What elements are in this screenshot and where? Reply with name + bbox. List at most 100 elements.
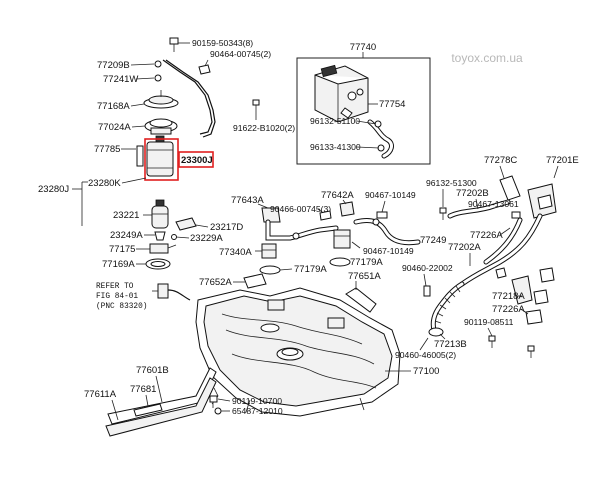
label-77202a: 77202A (448, 242, 481, 253)
hose-clamp-icon (423, 285, 431, 297)
label-77643a: 77643A (231, 195, 264, 206)
label-90467-13061: 90467-13061 (468, 199, 519, 209)
pump-connector[interactable] (175, 217, 197, 231)
label-77175: 77175 (109, 244, 135, 255)
label-77168a: 77168A (97, 101, 130, 112)
filler-bracket-77218a[interactable] (495, 267, 555, 325)
label-77100: 77100 (413, 366, 439, 377)
label-77169a: 77169A (102, 259, 135, 270)
bolt-icon (488, 335, 496, 348)
screw-icon (154, 74, 162, 82)
sender-connector[interactable] (157, 283, 191, 301)
retainer-ring[interactable] (144, 118, 178, 135)
clip-icon (198, 64, 211, 75)
label-77611a: 77611A (84, 389, 117, 400)
label-23217d: 23217D (210, 222, 243, 233)
bolt-icon (252, 99, 260, 120)
label-96132-51100: 96132-51100 (310, 116, 360, 126)
fuel-pump-bracket[interactable] (136, 145, 144, 167)
label-90159-50343: 90159-50343(8) (192, 38, 253, 48)
label-77209b: 77209B (97, 60, 130, 71)
label-77024a: 77024A (98, 122, 131, 133)
highlight-box-23300j (144, 138, 179, 181)
band-cushion-77681[interactable] (133, 403, 163, 417)
label-77651a: 77651A (348, 271, 381, 282)
highlight-label-box (178, 151, 214, 168)
bolt-icon (169, 37, 179, 52)
label-90119-10700: 90119-10700 (232, 396, 282, 406)
label-77241w: 77241W (103, 74, 138, 85)
pump-gasket-77169a[interactable] (145, 258, 171, 270)
label-90460-46005: 90460-46005(2) (395, 350, 456, 360)
label-23280k: 23280K (88, 178, 121, 189)
clip-icon (511, 211, 521, 219)
label-23229a: 23229A (190, 233, 223, 244)
fuel-tank-77100[interactable] (195, 287, 401, 417)
bolt-icon (527, 345, 535, 358)
label-77202b: 77202B (456, 188, 489, 199)
refer-note-line2[interactable]: FIG 84-01 (96, 293, 138, 301)
vent-valve[interactable] (339, 201, 355, 217)
fuel-filler-neck-77201e[interactable] (499, 175, 557, 219)
fuel-filter-23300j[interactable] (146, 135, 174, 177)
bolt-icon (439, 207, 447, 220)
label-77226a-bot: 77226A (492, 304, 525, 315)
label-90119-08511: 90119-08511 (464, 317, 514, 327)
label-77179a-left: 77179A (294, 264, 327, 275)
label-90464-00745-top: 90464-00745(2) (210, 49, 271, 59)
label-77249: 77249 (420, 235, 446, 246)
label-90467-10149-mid: 90467-10149 (363, 246, 414, 256)
label-77642a: 77642A (321, 190, 354, 201)
fuel-cutoff-valve[interactable] (261, 243, 277, 259)
label-77226a-top: 77226A (470, 230, 503, 241)
fuel-tube-connector[interactable] (261, 207, 281, 223)
gasket-77179a-left[interactable] (259, 265, 281, 275)
hose-clamp-icon (292, 232, 300, 240)
label-77601b: 77601B (136, 365, 169, 376)
refer-note-line1: REFER TO (96, 283, 134, 291)
label-23221: 23221 (113, 210, 139, 221)
clip-icon (376, 211, 388, 219)
watermark: toyox.com.ua (451, 51, 523, 65)
label-77201e: 77201E (546, 155, 579, 166)
fuel-sender-gauge[interactable] (149, 243, 177, 254)
label-23249a: 23249A (110, 230, 143, 241)
label-77278c: 77278C (484, 155, 517, 166)
gasket-icon (154, 60, 162, 68)
tank-band-77611a[interactable] (105, 377, 217, 437)
label-77218a: 77218A (492, 291, 525, 302)
label-90466-00745: 90466-00745(3) (270, 204, 331, 214)
label-23300j[interactable]: 23300J (181, 155, 213, 166)
tank-cushion-77652a[interactable] (243, 273, 267, 289)
label-65487-12010: 65487-12010 (232, 406, 283, 416)
label-77652a: 77652A (199, 277, 232, 288)
fuel-level-valve[interactable] (333, 229, 351, 249)
canister-group-box (296, 57, 431, 165)
hose-clamp-icon (372, 218, 380, 226)
label-91622-b1020: 91622-B1020(2) (233, 123, 295, 133)
label-77213b: 77213B (434, 339, 467, 350)
label-23280j: 23280J (38, 184, 69, 195)
label-77785: 77785 (94, 144, 120, 155)
pump-gasket-plate[interactable] (143, 90, 179, 109)
charcoal-canister[interactable] (314, 64, 369, 123)
filler-inlet-hose-77213b[interactable] (428, 281, 465, 337)
gasket-77179a-right[interactable] (329, 257, 351, 267)
clip-icon (319, 210, 332, 221)
pump-cushion[interactable] (154, 231, 166, 241)
label-90467-10149-top: 90467-10149 (365, 190, 416, 200)
refer-note-line3: (PNC 83320) (96, 303, 147, 311)
fuel-pump-23221[interactable] (151, 199, 169, 229)
clip-icon (171, 234, 177, 240)
label-77740: 77740 (350, 42, 376, 53)
label-77340a: 77340A (219, 247, 252, 258)
label-96133-41300: 96133-41300 (310, 142, 361, 152)
bolt-icon (209, 395, 218, 408)
washer-icon (214, 407, 222, 415)
label-77754: 77754 (379, 99, 405, 110)
tank-cushion-77651a[interactable] (345, 287, 377, 313)
label-90460-22002: 90460-22002 (402, 263, 453, 273)
label-77681: 77681 (130, 384, 156, 395)
